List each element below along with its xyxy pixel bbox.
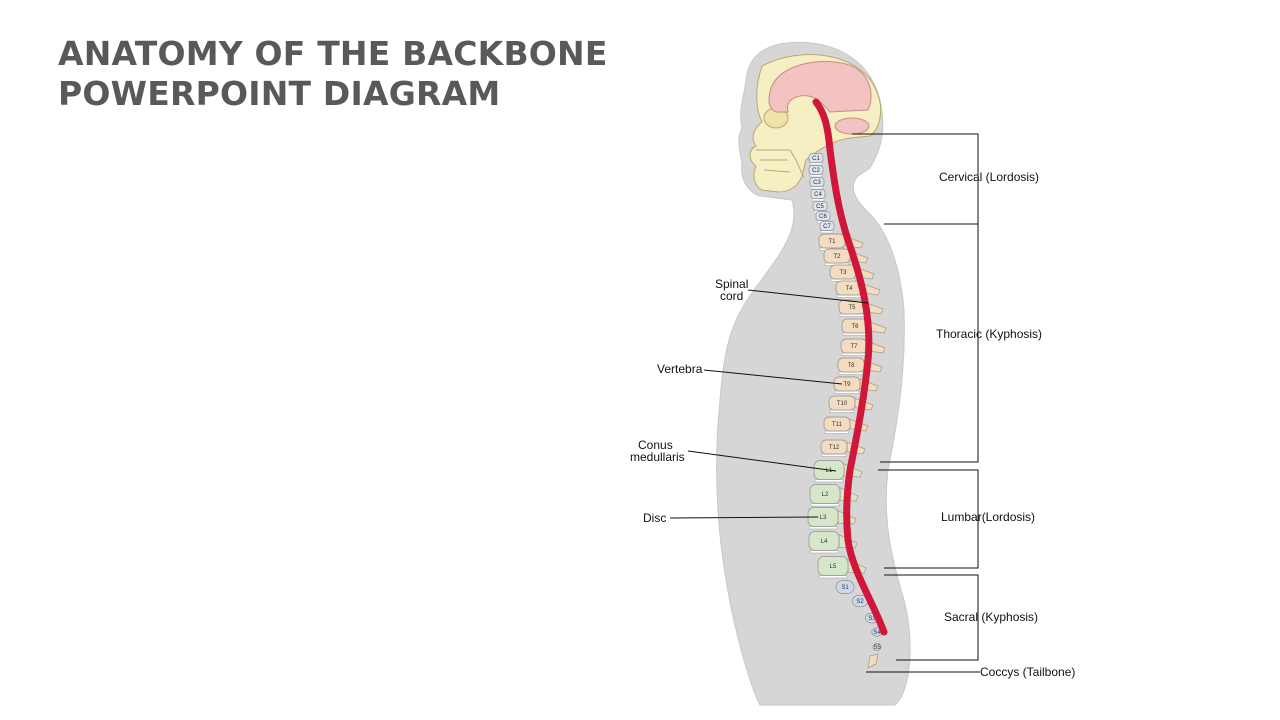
vertebra-label-l1: L1 <box>826 468 833 474</box>
disc-t11 <box>825 431 849 434</box>
disc-t6 <box>843 333 867 336</box>
cerebellum <box>835 118 869 134</box>
vertebra-label-c4: C4 <box>814 192 822 198</box>
vertebra-label-t1: T1 <box>828 239 836 245</box>
label-vertebra: Vertebra <box>657 362 703 376</box>
label-thoracic: Thoracic (Kyphosis) <box>936 327 1042 341</box>
disc-c3 <box>811 187 823 190</box>
vertebra-label-t10: T10 <box>837 401 848 407</box>
disc-t8 <box>839 372 863 375</box>
label-coccyx: Coccys (Tailbone) <box>980 665 1075 679</box>
vertebra-label-c1: C1 <box>812 156 820 162</box>
vertebra-label-l4: L4 <box>821 539 828 545</box>
disc-t5 <box>840 314 864 317</box>
vertebra-label-t8: T8 <box>847 363 855 369</box>
vertebra-label-t4: T4 <box>845 286 853 292</box>
vertebra-label-t9: T9 <box>843 382 851 388</box>
disc-l4 <box>810 551 838 554</box>
vertebra-label-t2: T2 <box>833 254 841 260</box>
vertebra-label-l5: L5 <box>830 564 837 570</box>
disc-t10 <box>830 410 854 413</box>
disc-c1 <box>810 163 822 166</box>
disc-t9 <box>835 391 859 394</box>
vertebra-label-c7: C7 <box>823 224 831 230</box>
label-lumbar: Lumbar(Lordosis) <box>941 510 1035 524</box>
vertebra-label-t12: T12 <box>829 445 840 451</box>
disc-l1 <box>815 480 843 483</box>
label-spinal-cord-2: cord <box>720 289 743 303</box>
disc-t4 <box>837 295 861 298</box>
vertebra-label-s2: S2 <box>856 599 864 605</box>
vertebra-label-s5: S5 <box>873 645 881 651</box>
vertebra-label-t7: T7 <box>850 344 858 350</box>
disc-t7 <box>842 353 866 356</box>
label-disc: Disc <box>643 511 666 525</box>
disc-t12 <box>822 454 846 457</box>
label-sacral: Sacral (Kyphosis) <box>944 610 1038 624</box>
disc-l5 <box>819 576 847 579</box>
disc-l3 <box>809 527 837 530</box>
vertebra-label-l2: L2 <box>822 492 829 498</box>
vertebra-label-t6: T6 <box>851 324 859 330</box>
vertebra-label-s1: S1 <box>841 585 849 591</box>
label-conus-2: medullaris <box>630 450 685 464</box>
label-cervical: Cervical (Lordosis) <box>939 170 1039 184</box>
disc-c4 <box>812 199 824 202</box>
vertebra-label-t3: T3 <box>839 270 847 276</box>
vertebra-label-c2: C2 <box>812 168 820 174</box>
vertebra-label-c6: C6 <box>819 214 827 220</box>
vertebra-label-t11: T11 <box>832 422 843 428</box>
disc-c2 <box>810 175 822 178</box>
vertebra-label-t5: T5 <box>848 305 856 311</box>
vertebra-label-c3: C3 <box>813 180 821 186</box>
disc-l2 <box>811 504 839 507</box>
disc-c7 <box>821 231 833 234</box>
vertebra-label-l3: L3 <box>820 515 827 521</box>
vertebra-label-c5: C5 <box>816 204 824 210</box>
